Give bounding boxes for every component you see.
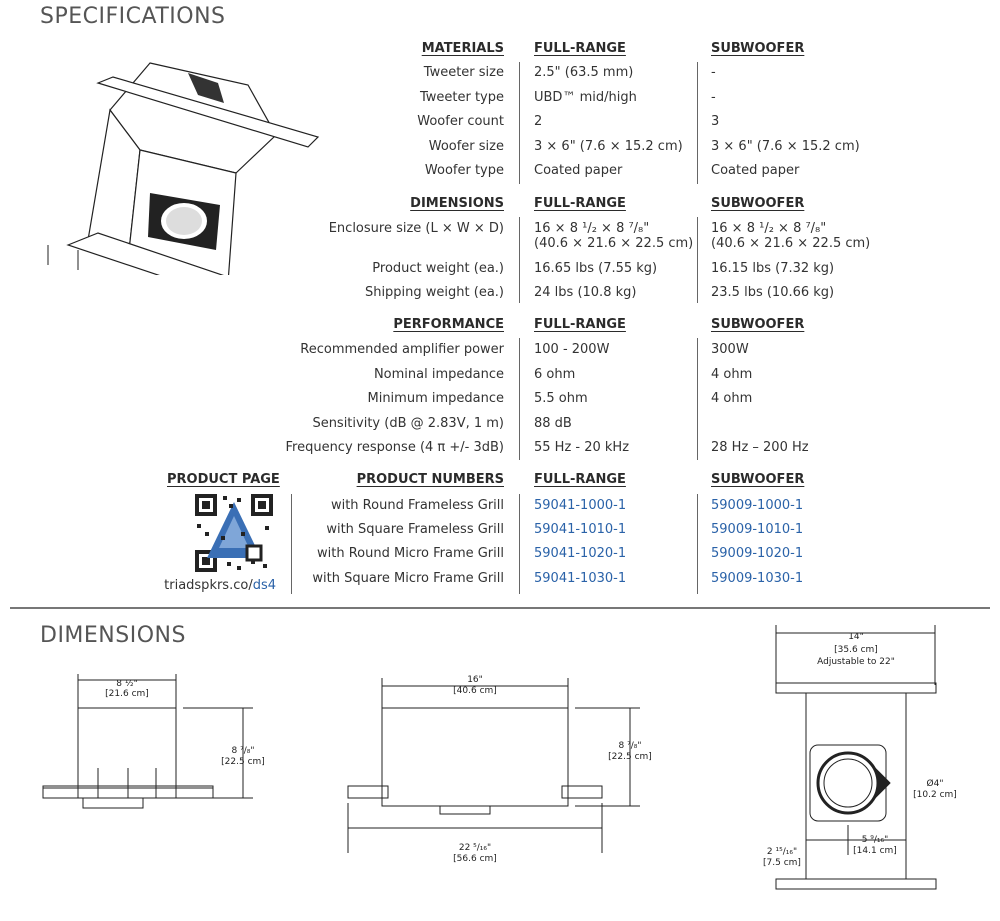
- top-view-drawing: 14" [35.6 cm] Adjustable to 22" Ø4" [10.…: [763, 625, 957, 890]
- side-total-label: 22 ⁵/₁₆": [459, 843, 491, 853]
- side-length-label: 16": [467, 675, 483, 685]
- materials-row-label: Tweeter type: [419, 89, 504, 105]
- front-height-label: 8 ⁷/₈": [232, 746, 255, 756]
- product-numbers-col-full: FULL-RANGE: [534, 472, 626, 487]
- dimensions-title: DIMENSIONS: [40, 623, 186, 648]
- product-page-url-prefix: triadspkrs.co/: [164, 578, 253, 593]
- performance-row-sub: 4 ohm: [711, 391, 753, 407]
- dimensions-col-sub: SUBWOOFER: [711, 196, 805, 211]
- dimensions_table-row-full: 24 lbs (10.8 kg): [534, 285, 637, 301]
- side-view-drawing: 16" [40.6 cm] 8 ⁷/₈" [22.5 cm] 22 ⁵/₁₆" …: [347, 675, 652, 864]
- product_numbers-row-label: with Square Micro Frame Grill: [312, 570, 504, 586]
- dimensions_table-row-label: Enclosure size (L × W × D): [328, 221, 504, 236]
- port-offset-label: 5 ⁹/₁₆": [862, 835, 889, 845]
- performance-row-label: Recommended amplifier power: [300, 342, 504, 357]
- port-diameter-label: Ø4": [927, 778, 944, 789]
- product_numbers-row-label: with Square Frameless Grill: [326, 522, 504, 538]
- performance-col-full: FULL-RANGE: [534, 317, 626, 332]
- product-page-url-suffix: ds4: [252, 578, 276, 593]
- performance-row-sub: 28 Hz – 200 Hz: [711, 440, 809, 456]
- materials-row-sub: -: [711, 89, 716, 105]
- performance-row-label: Nominal impedance: [373, 366, 504, 382]
- speaker-enclosure-illustration: [47, 62, 320, 275]
- front-view-drawing: 8 ½" [21.6 cm] 8 ⁷/₈" [22.5 cm]: [42, 674, 265, 809]
- dimensions_table-row-sub: 23.5 lbs (10.66 kg): [711, 285, 835, 301]
- materials-row-full: 2.5" (63.5 mm): [534, 65, 634, 80]
- materials-row-full: UBD™ mid/high: [534, 89, 637, 105]
- dimensions-col-full: FULL-RANGE: [534, 196, 626, 211]
- product_numbers-row-sub[interactable]: 59009-1030-1: [711, 570, 804, 586]
- front-width-label: 8 ½": [116, 679, 137, 689]
- performance-row-label: Minimum impedance: [367, 391, 504, 407]
- materials-row-full: 2: [534, 114, 543, 130]
- product_numbers-row-label: with Round Frameless Grill: [330, 498, 504, 513]
- dimensions_table-row-label: Shipping weight (ea.): [364, 285, 504, 301]
- performance-col-sub: SUBWOOFER: [711, 317, 805, 332]
- materials-header: MATERIALS: [421, 41, 504, 56]
- edge-offset-cm-label: [7.5 cm]: [763, 858, 801, 868]
- dimensions-header: DIMENSIONS: [410, 196, 504, 211]
- side-height-cm-label: [22.5 cm]: [608, 752, 652, 762]
- top-width-cm-label: [35.6 cm]: [834, 645, 878, 655]
- dimensions_table-row-full: 16.65 lbs (7.55 kg): [534, 260, 658, 276]
- performance-row-full: 100 - 200W: [534, 342, 610, 357]
- performance-row-full: 88 dB: [534, 415, 572, 431]
- spec-table: MATERIALS FULL-RANGE SUBWOOFER Tweeter s…: [164, 41, 871, 594]
- product_numbers-row-sub[interactable]: 59009-1000-1: [711, 498, 804, 513]
- materials-row-sub: -: [711, 65, 716, 80]
- product-page-url[interactable]: triadspkrs.co/ds4: [164, 578, 276, 593]
- dimensions_table-row-full: 16 × 8 ¹/₂ × 8 ⁷/₈": [534, 221, 650, 236]
- dimensions_table-row-sub-line2: (40.6 × 21.6 × 22.5 cm): [711, 236, 871, 251]
- materials-row-label: Woofer type: [424, 163, 504, 179]
- product-page-header: PRODUCT PAGE: [167, 472, 280, 487]
- front-height-cm-label: [22.5 cm]: [221, 757, 265, 767]
- materials-row-sub: Coated paper: [711, 163, 800, 179]
- side-total-cm-label: [56.6 cm]: [453, 854, 497, 864]
- product_numbers-row-sub[interactable]: 59009-1020-1: [711, 546, 804, 562]
- side-length-cm-label: [40.6 cm]: [453, 686, 497, 696]
- materials-row-label: Woofer count: [417, 114, 504, 130]
- materials-row-sub: 3: [711, 114, 720, 130]
- performance-row-full: 55 Hz - 20 kHz: [534, 440, 630, 456]
- performance-row-full: 6 ohm: [534, 366, 576, 382]
- port-diameter-cm-label: [10.2 cm]: [913, 790, 957, 800]
- product_numbers-row-full[interactable]: 59041-1000-1: [534, 498, 627, 513]
- materials-col-sub: SUBWOOFER: [711, 41, 805, 56]
- product_numbers-row-full[interactable]: 59041-1020-1: [534, 546, 627, 562]
- materials-col-full: FULL-RANGE: [534, 41, 626, 56]
- materials-row-full: Coated paper: [534, 163, 623, 179]
- top-width-label: 14": [848, 632, 864, 642]
- materials-row-full: 3 × 6" (7.6 × 15.2 cm): [534, 138, 683, 154]
- qr-code[interactable]: [193, 492, 275, 574]
- product_numbers-row-full[interactable]: 59041-1030-1: [534, 570, 627, 586]
- materials-row-label: Woofer size: [428, 138, 504, 154]
- performance-row-label: Frequency response (4 π +/- 3dB): [285, 440, 504, 456]
- side-height-label: 8 ⁷/₈": [619, 741, 642, 751]
- product-numbers-col-sub: SUBWOOFER: [711, 472, 805, 487]
- performance-row-full: 5.5 ohm: [534, 391, 588, 407]
- front-width-cm-label: [21.6 cm]: [105, 689, 149, 699]
- dimensions_table-row-sub: 16 × 8 ¹/₂ × 8 ⁷/₈": [711, 221, 827, 236]
- specifications-title: SPECIFICATIONS: [40, 4, 226, 29]
- section-divider: [10, 607, 990, 609]
- product_numbers-row-label: with Round Micro Frame Grill: [317, 546, 504, 562]
- top-adjust-label: Adjustable to 22": [817, 657, 895, 667]
- performance-row-sub: 300W: [711, 342, 749, 357]
- product-numbers-header: PRODUCT NUMBERS: [356, 472, 504, 487]
- dimensions_table-row-sub: 16.15 lbs (7.32 kg): [711, 260, 835, 276]
- materials-row-sub: 3 × 6" (7.6 × 15.2 cm): [711, 138, 860, 154]
- materials-row-label: Tweeter size: [423, 65, 504, 80]
- performance-row-label: Sensitivity (dB @ 2.83V, 1 m): [312, 415, 504, 431]
- edge-offset-label: 2 ¹⁵/₁₆": [767, 847, 797, 857]
- product_numbers-row-sub[interactable]: 59009-1010-1: [711, 522, 804, 538]
- performance-header: PERFORMANCE: [393, 317, 504, 332]
- dimensions_table-row-label: Product weight (ea.): [372, 260, 504, 276]
- port-offset-cm-label: [14.1 cm]: [853, 846, 897, 856]
- product_numbers-row-full[interactable]: 59041-1010-1: [534, 522, 627, 538]
- dimensions_table-row-full-line2: (40.6 × 21.6 × 22.5 cm): [534, 236, 694, 251]
- performance-row-sub: 4 ohm: [711, 366, 753, 382]
